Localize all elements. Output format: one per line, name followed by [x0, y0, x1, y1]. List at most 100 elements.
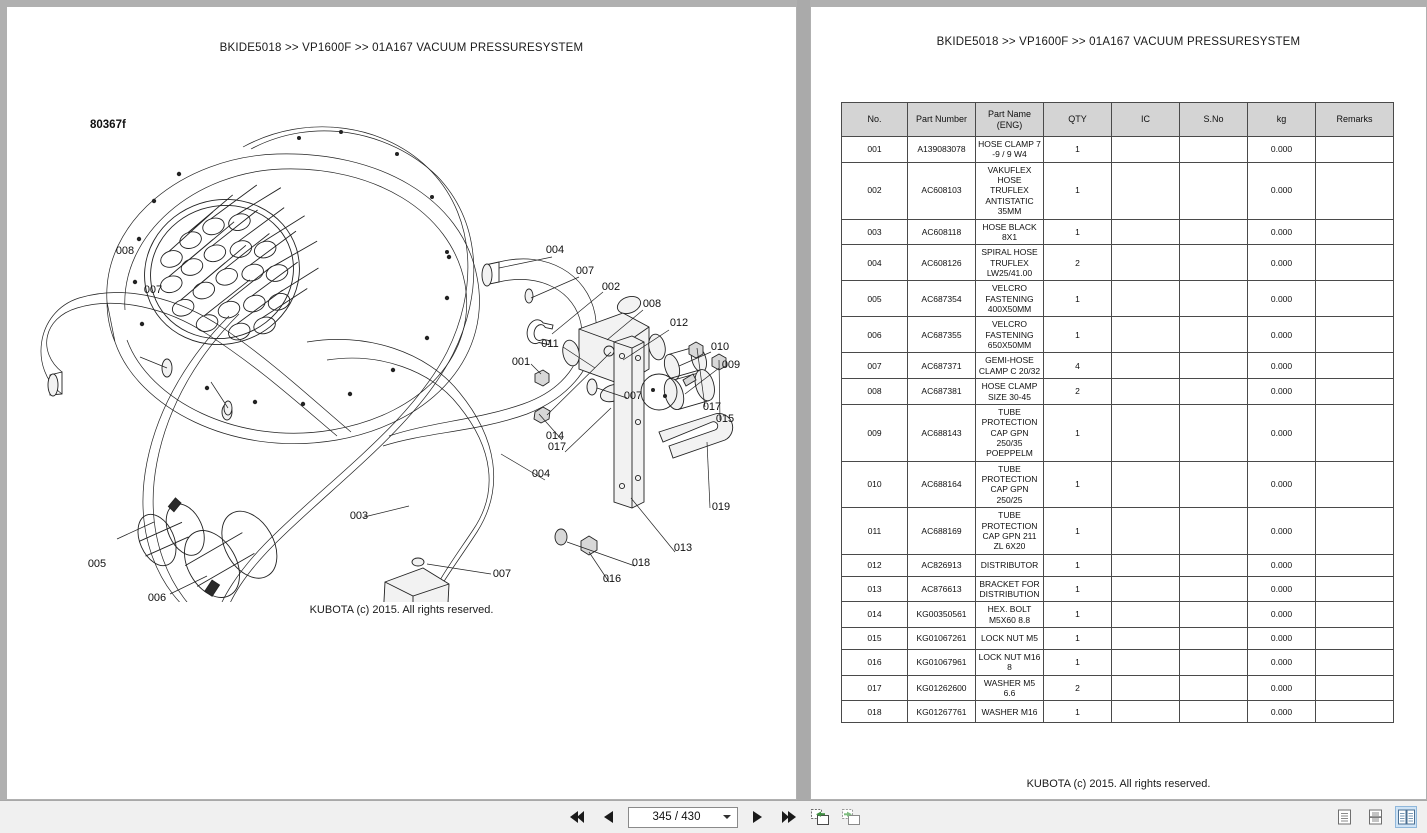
callout-004-a: 004 — [546, 244, 564, 256]
cell-ic — [1111, 161, 1180, 220]
continuous-view-icon — [1368, 809, 1382, 825]
column-header-no[interactable]: No. — [841, 102, 908, 137]
cell-no: 001 — [841, 136, 908, 163]
bottom-toolbar: 345 / 430 — [0, 800, 1427, 833]
parts-table-container[interactable]: No. Part Number Part Name (ENG) QTY IC S… — [841, 102, 1394, 724]
page-number-input[interactable]: 345 / 430 — [627, 806, 738, 828]
single-page-view-button[interactable] — [1333, 806, 1355, 828]
cell-kg: 0.000 — [1247, 507, 1316, 555]
cell-remarks — [1315, 601, 1394, 629]
cell-qty: 1 — [1043, 553, 1112, 577]
cell-kg: 0.000 — [1247, 649, 1316, 676]
cell-part-name: BRACKET FOR DISTRIBUTION — [975, 575, 1044, 603]
cell-sno — [1179, 627, 1248, 651]
continuous-view-button[interactable] — [1364, 806, 1386, 828]
column-header-part-number[interactable]: Part Number — [907, 102, 976, 137]
transfer-previous-button[interactable] — [809, 806, 831, 828]
cell-kg: 0.000 — [1247, 218, 1316, 246]
cell-ic — [1111, 553, 1180, 577]
cell-part-number: AC608118 — [907, 218, 976, 246]
previous-page-icon — [603, 811, 613, 823]
page-title-left: BKIDE5018 >> VP1600F >> 01A167 VACUUM PR… — [219, 42, 584, 54]
cell-sno — [1179, 244, 1248, 282]
callout-005: 005 — [88, 558, 106, 570]
cell-ic — [1111, 507, 1180, 555]
chevron-down-icon[interactable] — [722, 815, 731, 819]
callout-008-a: 008 — [116, 245, 134, 257]
copyright-left: KUBOTA (c) 2015. All rights reserved. — [309, 604, 494, 616]
cell-part-name: SPIRAL HOSE TRUFLEX LW25/41.00 — [975, 244, 1044, 282]
page-left-diagram[interactable]: BKIDE5018 >> VP1600F >> 01A167 VACUUM PR… — [0, 0, 797, 800]
cell-ic — [1111, 601, 1180, 629]
cell-part-number: AC687371 — [907, 352, 976, 380]
next-page-icon — [752, 811, 762, 823]
next-page-button[interactable] — [747, 806, 769, 828]
two-page-view-icon — [1397, 809, 1415, 825]
cell-ic — [1111, 378, 1180, 405]
cell-sno — [1179, 280, 1248, 318]
column-header-remarks[interactable]: Remarks — [1315, 102, 1394, 137]
cell-ic — [1111, 244, 1180, 282]
first-page-icon — [569, 811, 584, 823]
cell-remarks — [1315, 575, 1394, 603]
callout-007-d: 007 — [493, 568, 511, 580]
cell-no: 015 — [841, 627, 908, 651]
cell-sno — [1179, 403, 1248, 462]
page-number-value: 345 / 430 — [652, 811, 701, 823]
cell-part-number: AC826913 — [907, 553, 976, 577]
cell-kg: 0.000 — [1247, 244, 1316, 282]
cell-sno — [1179, 460, 1248, 509]
cell-no: 006 — [841, 316, 908, 354]
page-right-parts-list[interactable]: BKIDE5018 >> VP1600F >> 01A167 VACUUM PR… — [810, 0, 1427, 800]
two-page-view-button[interactable] — [1395, 806, 1417, 828]
cell-part-number: A139083078 — [907, 136, 976, 163]
cell-ic — [1111, 280, 1180, 318]
cell-sno — [1179, 601, 1248, 629]
cell-qty: 1 — [1043, 218, 1112, 246]
cell-sno — [1179, 507, 1248, 555]
column-header-sno[interactable]: S.No — [1179, 102, 1248, 137]
exploded-parts-diagram[interactable]: 80367f — [7, 102, 796, 602]
figure-number-label: 80367f — [90, 119, 126, 131]
document-viewer[interactable]: BKIDE5018 >> VP1600F >> 01A167 VACUUM PR… — [0, 0, 1427, 800]
view-mode-group — [1333, 806, 1417, 828]
cell-part-name: TUBE PROTECTION CAP GPN 211 ZL 6X20 — [975, 507, 1044, 555]
column-header-part-name[interactable]: Part Name (ENG) — [975, 102, 1044, 137]
callout-013: 013 — [674, 542, 692, 554]
transfer-next-button[interactable] — [840, 806, 862, 828]
column-header-ic[interactable]: IC — [1111, 102, 1180, 137]
cell-qty: 1 — [1043, 575, 1112, 603]
callout-018: 018 — [632, 557, 650, 569]
last-page-button[interactable] — [778, 806, 800, 828]
cell-ic — [1111, 316, 1180, 354]
column-header-qty[interactable]: QTY — [1043, 102, 1112, 137]
cell-sno — [1179, 378, 1248, 405]
cell-no: 018 — [841, 700, 908, 724]
cell-remarks — [1315, 316, 1394, 354]
previous-page-button[interactable] — [597, 806, 619, 828]
parts-table[interactable]: No. Part Number Part Name (ENG) QTY IC S… — [841, 102, 1394, 724]
first-page-button[interactable] — [566, 806, 588, 828]
cell-part-number: KG01067261 — [907, 627, 976, 651]
column-header-kg[interactable]: kg — [1247, 102, 1316, 137]
cell-qty: 1 — [1043, 627, 1112, 651]
callout-015: 015 — [716, 413, 734, 425]
